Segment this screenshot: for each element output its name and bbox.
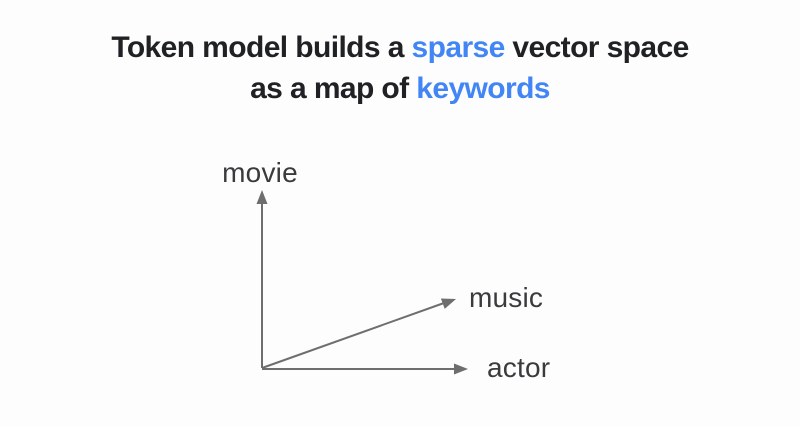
diagonal-vector-arrow	[261, 298, 456, 369]
title-line-2: as a map of keywords	[0, 68, 800, 109]
axis-label-actor: actor	[487, 352, 551, 383]
axis-label-movie: movie	[222, 157, 298, 188]
title-line-1: Token model builds a sparse vector space	[0, 27, 800, 68]
title-text-segment: as a map of	[250, 72, 417, 105]
title-text-segment: Token model builds a	[111, 31, 412, 64]
title-text-segment: vector space	[504, 31, 689, 64]
vertical-axis-arrow	[256, 190, 268, 368]
horizontal-axis-arrow	[262, 363, 468, 375]
title-highlight-sparse: sparse	[411, 31, 506, 64]
page-title: Token model builds a sparse vector space…	[0, 27, 800, 109]
title-highlight-keywords: keywords	[416, 72, 550, 105]
axis-label-music: music	[469, 282, 544, 313]
